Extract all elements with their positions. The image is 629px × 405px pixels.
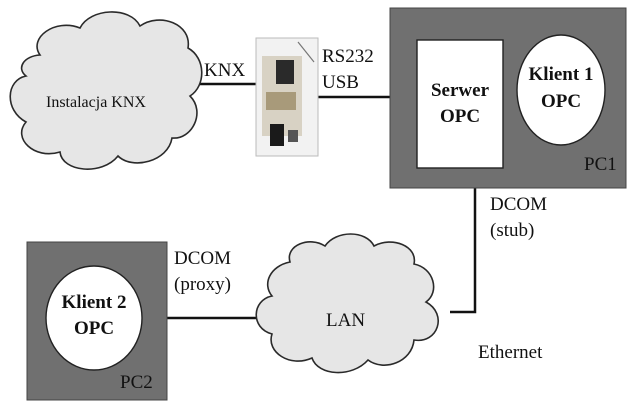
knx-installation-label: Instalacja KNX — [46, 94, 146, 111]
opc-client2-label-line2: OPC — [73, 318, 115, 339]
knx-link-label: KNX — [204, 60, 246, 81]
dcom-proxy-label-line2: (proxy) — [174, 274, 231, 295]
ethernet-label: Ethernet — [478, 342, 543, 363]
dcom-stub-label-line1: DCOM — [490, 194, 548, 215]
knx-cloud — [9, 11, 203, 170]
dcom-stub-line — [450, 187, 477, 314]
opc-server-box — [416, 39, 504, 169]
opc-server-label-line2: OPC — [439, 106, 481, 127]
opc-client1-label-line1: Klient 1 — [528, 64, 594, 85]
knx-interface-device — [255, 37, 319, 157]
dcom-stub-label-line2: (stub) — [490, 220, 535, 241]
dcom-proxy-label-line1: DCOM — [174, 248, 232, 269]
serial-link-label-line2: USB — [322, 72, 359, 93]
opc-server-label-line1: Serwer — [430, 80, 490, 101]
opc-client1-ellipse — [516, 34, 606, 146]
opc-client2-label-line1: Klient 2 — [61, 292, 127, 313]
pc2-label: PC2 — [120, 372, 153, 393]
lan-label: LAN — [326, 310, 366, 331]
opc-client2-ellipse — [45, 265, 143, 371]
serial-link-label-line1: RS232 — [322, 46, 374, 67]
lan-cloud — [255, 233, 439, 374]
opc-client1-label-line2: OPC — [540, 91, 582, 112]
pc1-label: PC1 — [584, 154, 617, 175]
